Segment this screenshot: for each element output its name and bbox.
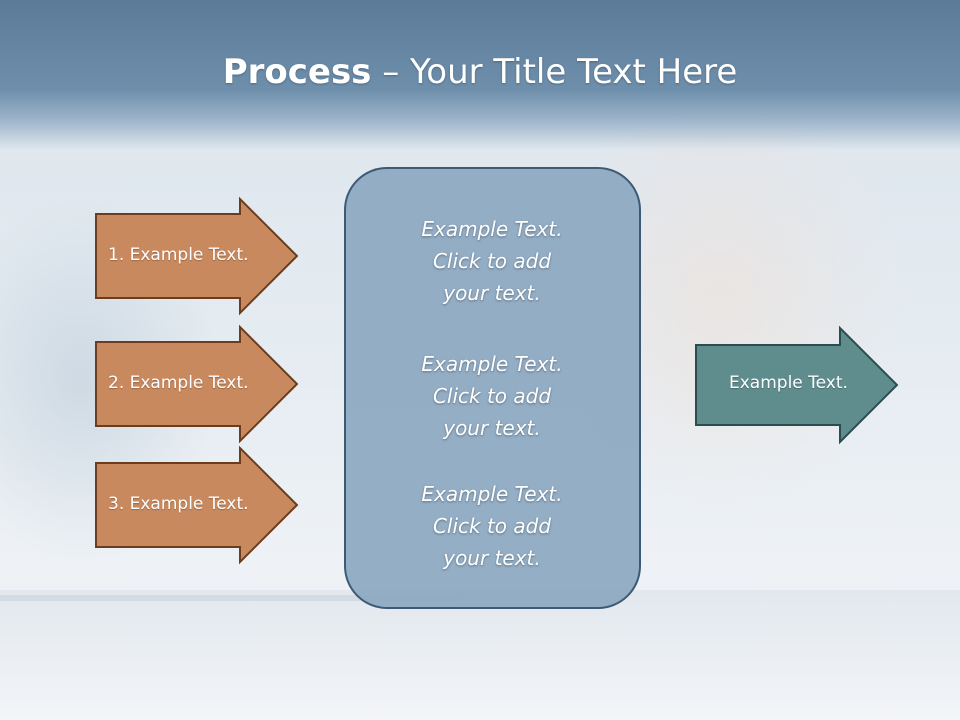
title-bold: Process: [222, 52, 372, 92]
input-arrow-2-label: 2. Example Text.: [108, 373, 249, 393]
center-process-box[interactable]: [344, 167, 641, 609]
title-rest: – Your Title Text Here: [371, 52, 738, 92]
center-text-block-3[interactable]: Example Text. Click to add your text.: [345, 478, 639, 574]
title-bar: [0, 0, 960, 150]
background-window-sill: [0, 595, 460, 601]
center-block-1-line-2: Click to add: [432, 249, 552, 273]
center-block-1-line-1: Example Text.: [421, 217, 563, 241]
center-block-3-line-2: Click to add: [432, 514, 552, 538]
center-text-block-2[interactable]: Example Text. Click to add your text.: [345, 348, 639, 444]
output-arrow[interactable]: [695, 325, 899, 445]
center-block-3-line-3: your text.: [443, 546, 541, 570]
center-block-1-line-3: your text.: [443, 281, 541, 305]
center-block-2-line-1: Example Text.: [421, 352, 563, 376]
input-arrow-1[interactable]: [95, 196, 299, 316]
input-arrow-3[interactable]: [95, 445, 299, 565]
input-arrow-1-label: 1. Example Text.: [108, 245, 249, 265]
input-arrow-3-label: 3. Example Text.: [108, 494, 249, 514]
slide-title[interactable]: Process – Your Title Text Here: [0, 52, 960, 92]
output-arrow-label: Example Text.: [729, 373, 848, 393]
center-text-block-1[interactable]: Example Text. Click to add your text.: [345, 213, 639, 309]
center-block-3-line-1: Example Text.: [421, 482, 563, 506]
center-block-2-line-2: Click to add: [432, 384, 552, 408]
background-snow: [0, 590, 960, 720]
input-arrow-2[interactable]: [95, 324, 299, 444]
center-block-2-line-3: your text.: [443, 416, 541, 440]
